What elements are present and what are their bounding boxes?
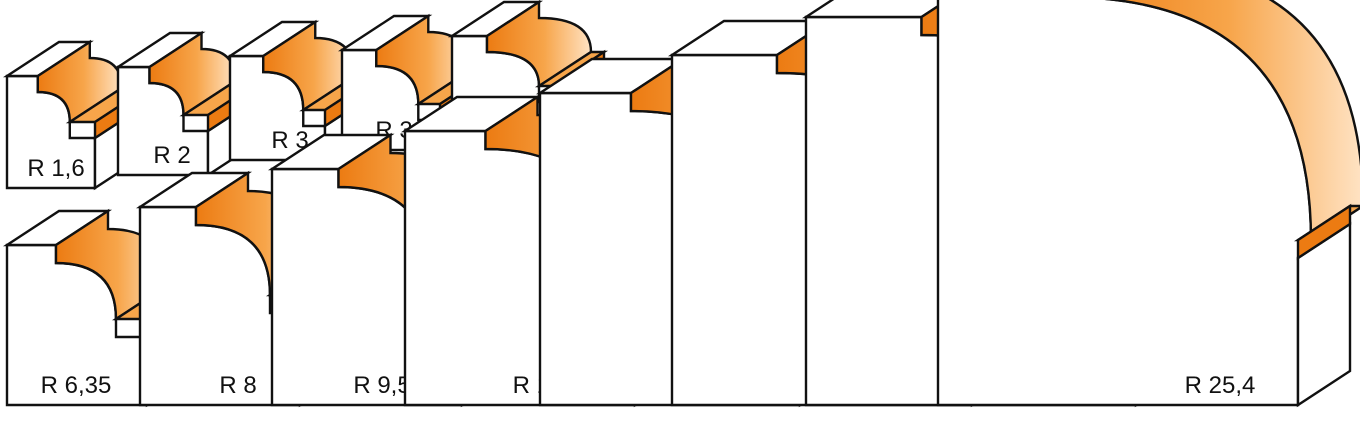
profile-surface <box>1103 0 1360 243</box>
radius-label: R 9,5 <box>353 372 410 399</box>
radius-label: R 25,4 <box>1185 372 1256 399</box>
ledge-side-face <box>1296 203 1352 261</box>
radius-label: R 8 <box>219 372 256 399</box>
block-top-face <box>801 0 950 19</box>
profile-blocks: R 1,6R 2R 3R 3,2R 4,75R 6,35R 8R 9,5R 12… <box>2 0 1360 408</box>
radius-label: R 2 <box>153 142 190 169</box>
radius-label: R 1,6 <box>27 155 84 182</box>
radius-label: R 6,35 <box>41 372 112 399</box>
profile-block: R 25,4 <box>936 0 1360 408</box>
